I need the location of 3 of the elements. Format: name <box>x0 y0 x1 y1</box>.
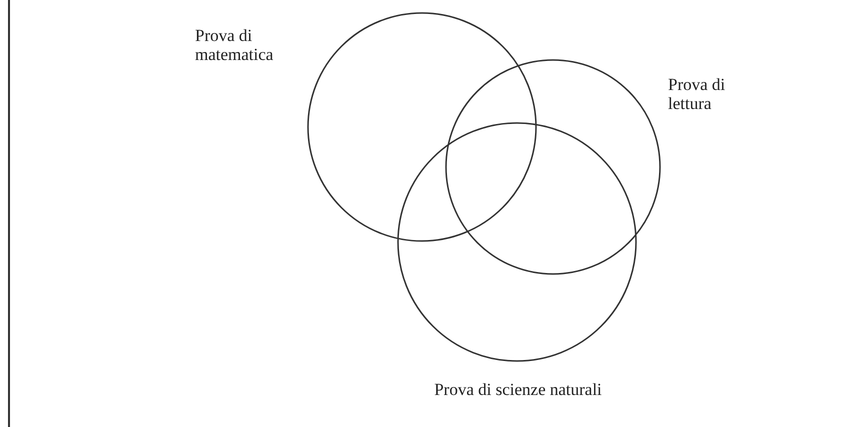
circle-label: Prova di lettura <box>668 75 726 113</box>
circle-label: Prova di matematica <box>195 26 274 64</box>
circle-label: Prova di scienze naturali <box>433 380 603 399</box>
